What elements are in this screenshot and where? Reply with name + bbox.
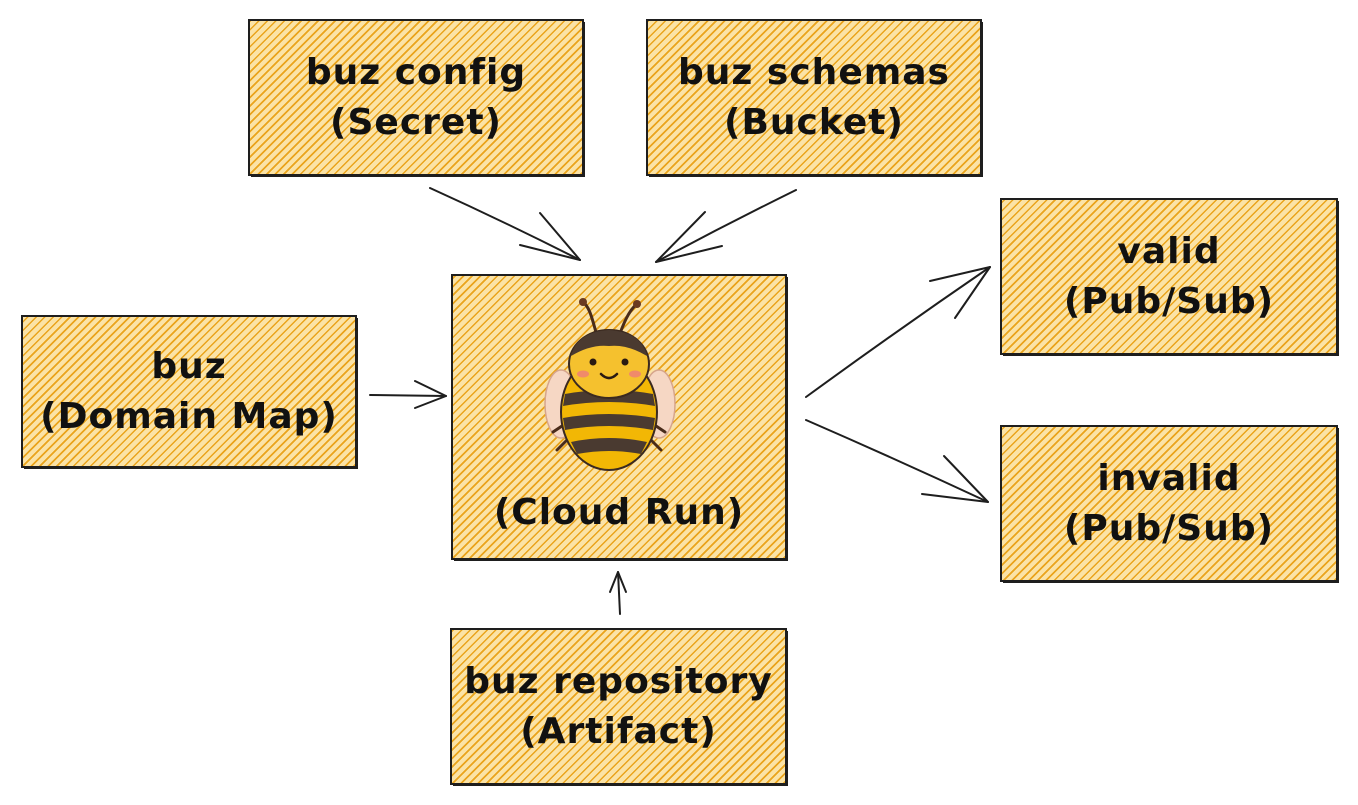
node-title: buz schemas [678,51,950,93]
node-subtitle: (Secret) [330,101,502,143]
node-title: valid [1117,230,1221,272]
node-subtitle: (Bucket) [724,101,904,143]
node-subtitle: (Artifact) [520,710,717,752]
node-title: invalid [1097,457,1241,499]
node-title: buz config [305,51,527,93]
node-title: (Cloud Run) [493,492,745,533]
node-subtitle: (Domain Map) [40,395,338,437]
arrow-domain-to-run [369,380,447,409]
bee-icon [544,298,676,471]
node-invalid-pubsub: invalid (Pub/Sub) [1000,425,1338,582]
arrow-run-to-valid [805,266,991,398]
arrow-config-to-run [429,187,581,261]
node-domain-map: buz (Domain Map) [21,315,357,468]
arrow-run-to-invalid [805,419,989,503]
node-subtitle: (Pub/Sub) [1063,507,1275,549]
node-title: buz repository [464,660,773,702]
node-buz-config: buz config (Secret) [248,19,584,176]
node-title: buz [151,345,227,387]
arrow-schemas-to-run [655,189,797,263]
arrow-artifact-to-run [609,571,627,615]
node-subtitle: (Pub/Sub) [1063,280,1275,322]
node-buz-schemas: buz schemas (Bucket) [646,19,982,176]
node-valid-pubsub: valid (Pub/Sub) [1000,198,1338,355]
node-buz-repository: buz repository (Artifact) [450,628,787,785]
node-cloud-run: (Cloud Run) [451,274,787,560]
